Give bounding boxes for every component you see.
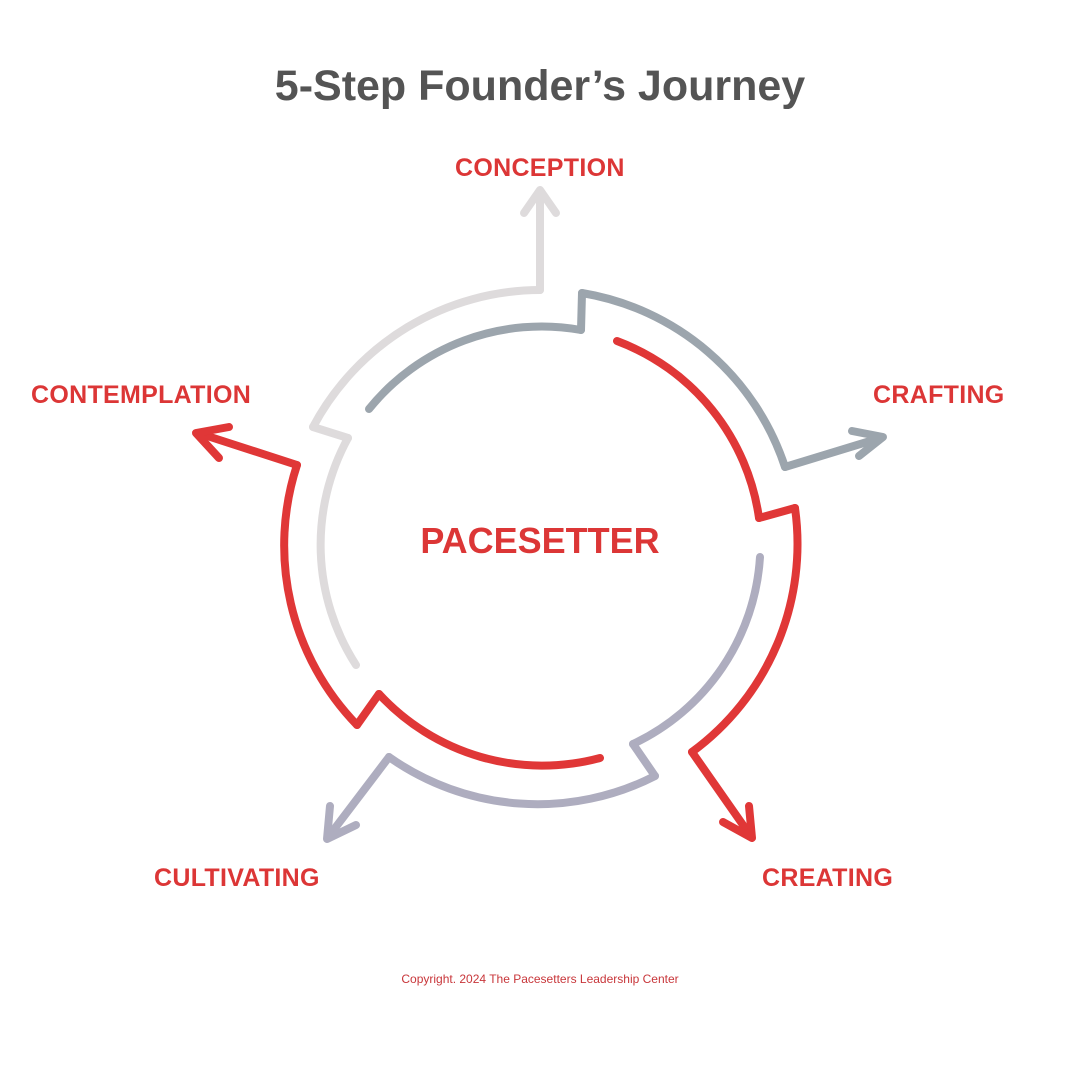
conception-arrow — [309, 186, 560, 669]
creating-outer-arc — [688, 504, 802, 756]
creating-arrow — [613, 337, 802, 842]
contemplation-inner-arc — [375, 690, 604, 770]
contemplation-label: CONTEMPLATION — [31, 381, 252, 409]
contemplation-arrow — [192, 423, 604, 770]
contemplation-head — [192, 423, 233, 462]
crafting-outer-arc — [578, 289, 789, 471]
creating-label: CREATING — [762, 864, 894, 892]
crafting-label: CRAFTING — [873, 381, 1005, 409]
creating-zigzag — [755, 504, 799, 522]
crafting-head — [848, 427, 887, 460]
conception-head — [520, 186, 560, 217]
crafting-zigzag — [577, 289, 586, 334]
creating-shaft — [688, 748, 754, 839]
creating-head — [719, 802, 756, 842]
crafting-inner-arc — [365, 322, 585, 413]
creating-inner-arc — [613, 337, 763, 522]
cultivating-head — [323, 802, 360, 843]
cultivating-inner-arc — [629, 553, 764, 748]
cultivating-zigzag — [629, 740, 659, 780]
copyright-text: Copyright. 2024 The Pacesetters Leadersh… — [401, 972, 679, 986]
conception-inner-arc — [316, 434, 360, 669]
crafting-shaft — [781, 434, 884, 471]
contemplation-outer-arc — [280, 461, 361, 729]
contemplation-shaft — [194, 429, 301, 469]
contemplation-zigzag — [353, 690, 383, 729]
conception-label: CONCEPTION — [455, 154, 625, 182]
crafting-arrow — [365, 289, 887, 471]
cultivating-shaft — [325, 753, 393, 840]
cultivating-label: CULTIVATING — [154, 864, 320, 892]
conception-outer-arc — [309, 286, 544, 431]
center-label: PACESETTER — [420, 520, 660, 561]
cultivating-arrow — [323, 553, 764, 843]
conception-zigzag — [309, 423, 352, 442]
cultivating-outer-arc — [385, 753, 659, 809]
page-title: 5-Step Founder’s Journey — [274, 62, 806, 110]
